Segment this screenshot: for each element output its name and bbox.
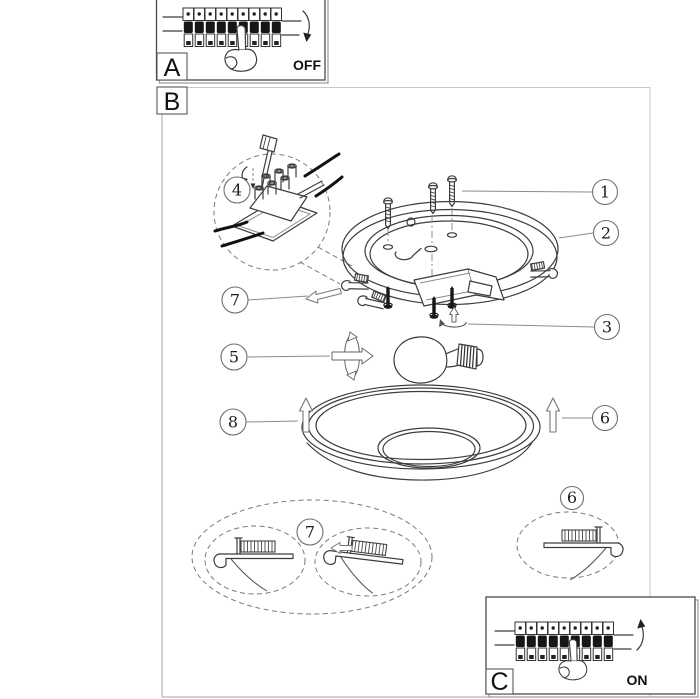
glass-shade bbox=[301, 384, 541, 481]
lamp-holder-box bbox=[413, 268, 505, 307]
step-b-tab: B bbox=[156, 86, 188, 116]
svg-text:7: 7 bbox=[305, 523, 315, 542]
spring-clip bbox=[355, 286, 389, 315]
svg-text:6: 6 bbox=[600, 409, 610, 428]
step-c-tab bbox=[485, 668, 514, 695]
svg-text:6: 6 bbox=[567, 488, 577, 507]
ceiling-screw bbox=[383, 197, 393, 230]
callout-5: 5 bbox=[220, 343, 248, 371]
terminal-block bbox=[231, 163, 318, 242]
detail-bubble-4: 4 bbox=[213, 134, 353, 285]
wires bbox=[213, 152, 344, 248]
callout-4: 4 bbox=[223, 176, 251, 204]
up-arrow-icon bbox=[545, 397, 561, 433]
push-left-arrow-icon bbox=[305, 288, 342, 304]
screw-rotation-icon bbox=[439, 306, 467, 328]
mounting-ring bbox=[340, 175, 559, 328]
spring-clip bbox=[340, 271, 371, 295]
clip-detail-left bbox=[213, 537, 294, 592]
svg-text:5: 5 bbox=[229, 348, 239, 367]
clip-detail-mirrored bbox=[543, 526, 624, 581]
step-a-panel: OFF A bbox=[155, 0, 329, 84]
callout-6-detail: 6 bbox=[559, 485, 585, 511]
bulb-rotation-icon bbox=[331, 331, 374, 381]
off-label: OFF bbox=[293, 57, 321, 73]
on-label: ON bbox=[627, 672, 648, 688]
step-c-label: C bbox=[490, 668, 508, 696]
callout-8: 8 bbox=[219, 408, 247, 436]
callout-1: 1 bbox=[591, 178, 619, 206]
svg-text:3: 3 bbox=[602, 318, 612, 337]
callout-3: 3 bbox=[593, 313, 621, 341]
step-c-panel: ON C bbox=[485, 596, 699, 698]
svg-text:2: 2 bbox=[601, 224, 611, 243]
screwdriver-icon bbox=[259, 134, 278, 189]
step-b-label: B bbox=[164, 88, 181, 116]
callout-7-left: 7 bbox=[221, 286, 249, 314]
ceiling-screw bbox=[428, 182, 438, 215]
callout-7-detail: 7 bbox=[296, 518, 324, 546]
callout-6-right: 6 bbox=[591, 404, 619, 432]
push-left-arrow-icon bbox=[330, 542, 353, 554]
detail-bubble-6: 6 bbox=[516, 485, 624, 581]
step-a-label: A bbox=[164, 54, 181, 82]
detail-bubble-7: 7 bbox=[191, 499, 433, 615]
light-bulb bbox=[393, 336, 484, 384]
svg-text:8: 8 bbox=[228, 413, 238, 432]
step-a-tab bbox=[156, 52, 188, 81]
svg-text:4: 4 bbox=[232, 181, 242, 200]
svg-text:1: 1 bbox=[600, 183, 610, 202]
callout-2: 2 bbox=[592, 219, 620, 247]
svg-text:7: 7 bbox=[230, 291, 240, 310]
